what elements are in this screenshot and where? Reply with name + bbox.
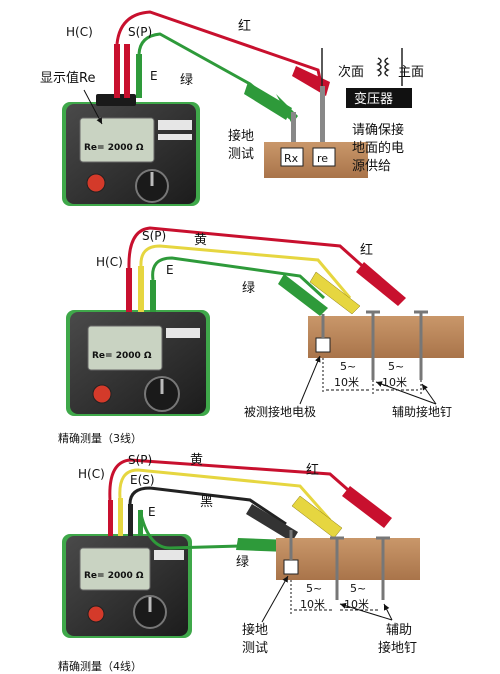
terminal-sp-1: S(P) [128,25,152,39]
aux-rod-2 [376,536,390,600]
note-line-2: 地面的电 [352,140,404,156]
label-green-1: 绿 [180,73,193,88]
label-green-2: 绿 [242,281,255,296]
terminal-sp-2: S(P) [142,229,166,243]
soil-block [276,538,420,580]
note-line-3: 源供给 [352,159,391,174]
aux-label-3: 辅助 接地钉 [378,623,417,656]
label-red-3: 红 [306,462,319,478]
label-black-3: 黑 [200,495,213,510]
dist1-b: 10米 [300,598,325,611]
note-line-1: 请确保接 [352,122,404,138]
label-yellow-2: 黄 [194,233,207,248]
terminal-hc-1: H(C) [66,25,93,39]
soil-block [308,316,464,358]
dist2-b: 10米 [344,598,369,611]
display-value-label: 显示值Re [40,70,95,86]
re-box [312,147,336,167]
ground-test-label-3: 接地 测试 [242,622,268,656]
red-wire [115,10,324,89]
dist1-a: 5~ [306,582,322,595]
label-yellow-3: 黄 [190,453,203,468]
aux-3a: 辅助 [386,623,412,638]
plug-e [136,54,142,98]
terminal-e-1: E [150,69,158,83]
rod-rx [291,112,296,142]
label-red-2: 红 [360,242,373,258]
meter-display [79,117,155,163]
plug-hc [114,44,120,98]
meter-reading: Re= 2000 Ω [84,143,144,153]
aux-3b: 接地钉 [378,640,417,656]
rx-label: Rx [284,152,299,165]
rod-re [320,86,325,142]
meter-reading: Re= 2000 Ω [92,351,152,361]
caption-4wire: 精确测量（4线） [58,659,142,673]
tester-meter: Re= 2000 Ω [62,534,192,638]
tester-meter: Re= 2000 Ω [62,94,200,206]
dist2-b: 10米 [382,376,407,389]
electrode-label: 被测接地电极 [244,404,316,419]
ground-test-3a: 接地 [242,622,268,638]
caption-3wire: 精确测量（3线） [58,431,142,445]
dist2-a: 5~ [350,582,366,595]
terminal-hc-3: H(C) [78,467,105,481]
electrode-box [315,337,331,353]
dist2-a: 5~ [388,360,404,373]
ground-test-1b: 测试 [228,147,254,162]
test-button [86,173,106,193]
rx-box [280,147,304,167]
section-2-wire-test: Re= 2000 Ω Rx re 次面 主面 [40,10,424,206]
terminal-e-3: E [148,505,156,519]
label-red-1: 红 [238,18,251,34]
ground-test-label-1: 接地 测试 [228,128,254,162]
aux-rod-1 [330,536,344,600]
terminal-hc-2: H(C) [96,255,123,269]
aux-rod-1 [366,310,380,380]
primary-label: 主面 [398,65,424,80]
meter-reading: Re= 2000 Ω [84,571,144,581]
green-clip [244,82,292,120]
terminal-e-2: E [166,263,174,277]
label-green-3: 绿 [236,555,249,570]
aux-label: 辅助接地钉 [392,404,452,419]
power-note: 请确保接 地面的电 源供给 [352,122,404,174]
transformer-box [346,88,412,108]
electrode-box [283,559,299,575]
ground-test-3b: 测试 [242,641,268,656]
secondary-label: 次面 [338,64,364,80]
green-wire [137,32,291,120]
section-4-wire-test: Re= 2000 Ω 5~ 10米 5~ 10米 [58,453,420,673]
tester-meter: Re= 2000 Ω [66,310,210,416]
transformer-coil-right [384,57,390,77]
terminal-sp-3: S(P) [128,453,152,467]
re-label: re [317,152,328,165]
plug-sp [124,44,130,98]
dist1-a: 5~ [340,360,356,373]
transformer-label: 变压器 [354,91,393,107]
ground-test-1a: 接地 [228,128,254,144]
transformer-coil-left [376,57,382,77]
dist1-b: 10米 [334,376,359,389]
aux-rod-2 [414,310,428,380]
terminal-es-3: E(S) [130,473,155,487]
section-3-wire-test: Re= 2000 Ω 5~ 10米 5~ 10米 [58,226,464,445]
